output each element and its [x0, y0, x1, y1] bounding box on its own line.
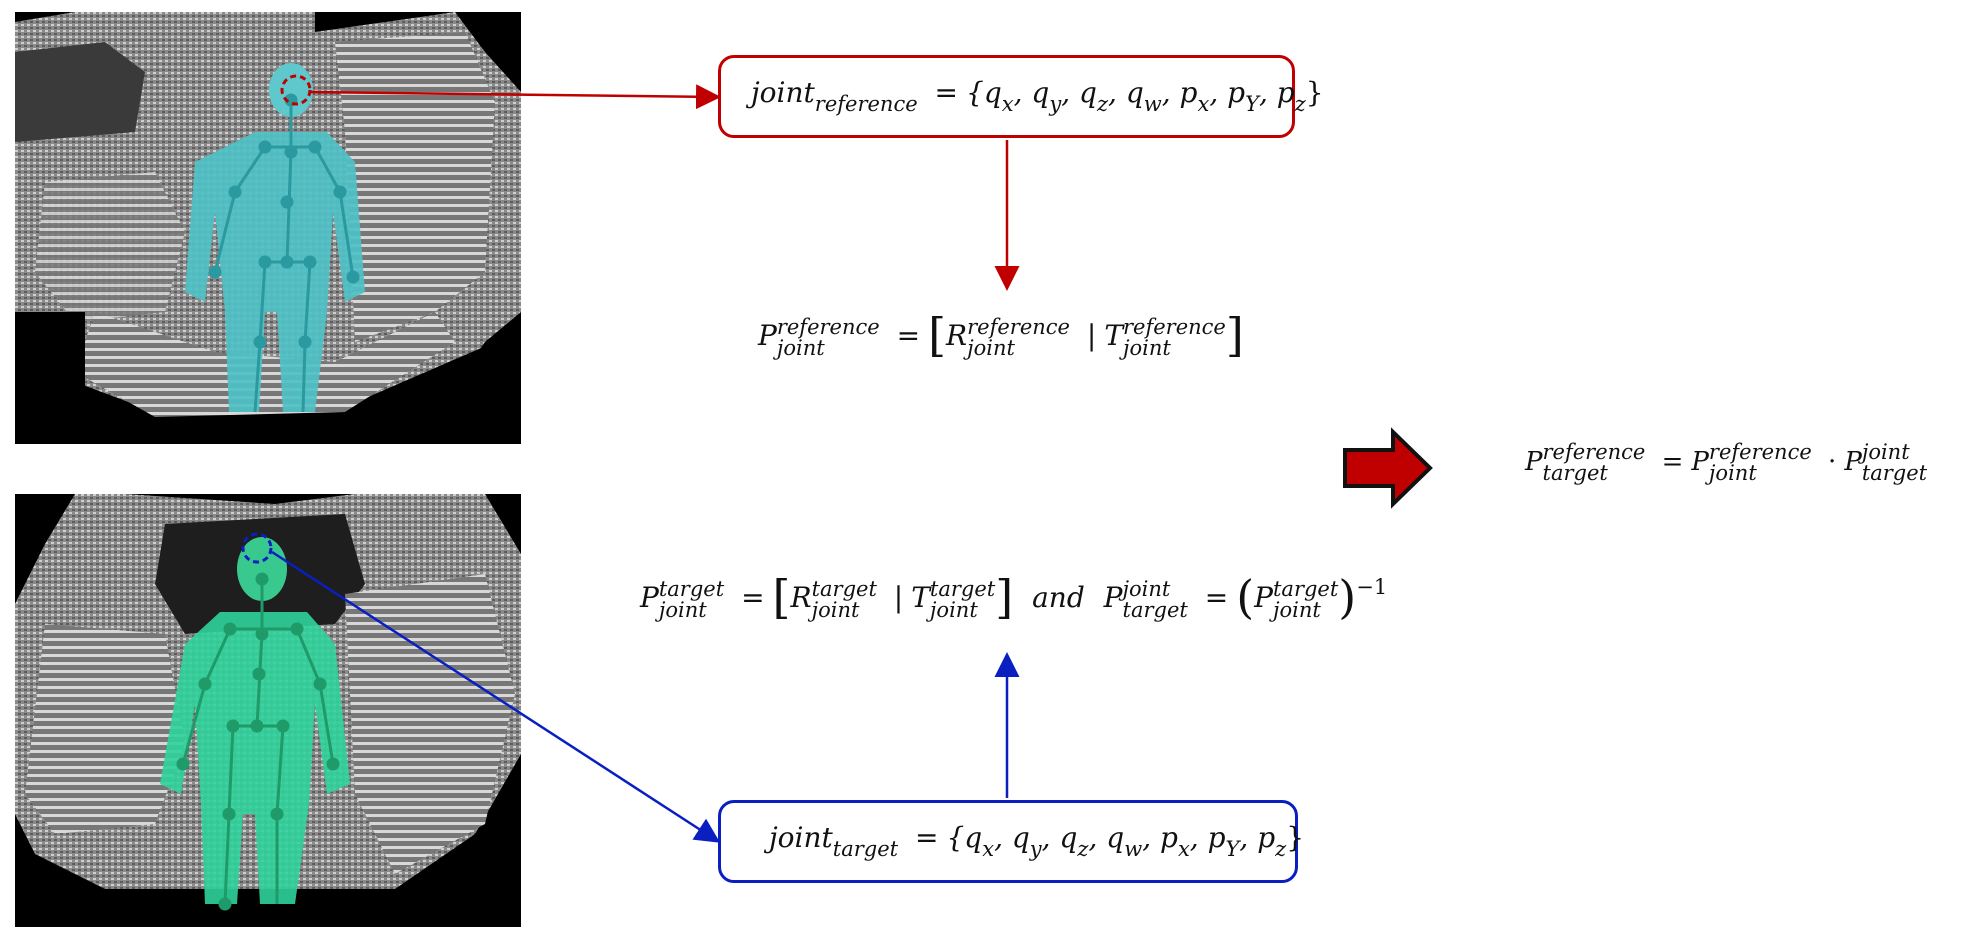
- target-joint-arrow: [271, 550, 721, 843]
- target-joint-equation: jointtarget ={qx, qy, qz, qw, px, pY, pz…: [769, 821, 1305, 861]
- reference-joint-arrow: [309, 84, 721, 110]
- target-joint-box: jointtarget ={qx, qy, qz, qw, px, pY, pz…: [718, 800, 1304, 883]
- reference-joint-equation: jointreference ={qx, qy, qz, qw, px, pY,…: [751, 76, 1324, 116]
- result-arrow-icon: [1343, 427, 1433, 509]
- target-skeleton: [176, 572, 340, 911]
- reference-joint-box: jointreference ={qx, qy, qz, qw, px, pY,…: [718, 55, 1324, 138]
- target-point-cloud: [15, 494, 521, 927]
- reference-skeleton: [208, 93, 360, 413]
- reference-joint-marker: [280, 74, 312, 106]
- target-joint-marker: [241, 532, 273, 564]
- reference-depth-image: [15, 12, 521, 444]
- reference-point-cloud: [15, 12, 521, 444]
- target-depth-image: [15, 494, 521, 927]
